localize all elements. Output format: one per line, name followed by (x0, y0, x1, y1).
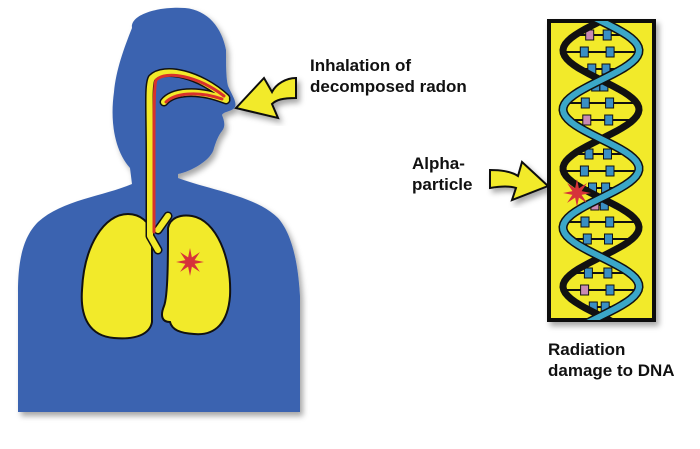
arrow-to-nose (234, 76, 297, 120)
damage-line-2: damage to DNA (548, 361, 675, 380)
human-silhouette-icon (18, 7, 300, 413)
dna-strand-blue (559, 21, 643, 320)
dna-base (579, 165, 589, 177)
airway (145, 68, 231, 255)
dna-damage-label: Radiation damage to DNA (548, 339, 675, 381)
alpha-line-1: Alpha- (412, 154, 465, 173)
dna-base (605, 284, 615, 296)
dna-base (604, 233, 613, 245)
inhalation-label: Inhalation of decomposed radon (310, 55, 467, 97)
right-lung (161, 214, 232, 336)
dna-base (605, 97, 615, 109)
dna-base (582, 233, 592, 245)
dna-base (580, 216, 590, 228)
dna-base (605, 165, 615, 177)
dna-strand-dark (559, 21, 643, 320)
dna-base (582, 114, 592, 126)
dna-base (605, 216, 615, 228)
dna-base (580, 97, 590, 109)
dna-base (603, 148, 612, 160)
inhalation-line-2: decomposed radon (310, 77, 467, 96)
dna-base (580, 284, 590, 296)
alpha-line-2: particle (412, 175, 473, 194)
left-lung (80, 212, 153, 340)
radiation-star-icon (176, 248, 204, 276)
dna-base (603, 267, 613, 279)
inhalation-line-1: Inhalation of (310, 56, 412, 75)
airway-red (152, 73, 226, 234)
dna-base (605, 46, 615, 58)
dna-base (602, 29, 612, 41)
dna-base (579, 46, 589, 58)
arrow-to-dna (489, 160, 550, 202)
dna-base (583, 267, 593, 279)
dna-helix-icon (547, 19, 656, 322)
lungs-icon (80, 212, 232, 340)
radiation-star-icon (563, 179, 591, 207)
alpha-particle-label: Alpha- particle (412, 153, 472, 195)
damage-line-1: Radiation (548, 340, 626, 359)
curved-arrow-icon (489, 160, 550, 202)
dna-base (604, 114, 614, 126)
curved-arrow-icon (234, 76, 297, 120)
